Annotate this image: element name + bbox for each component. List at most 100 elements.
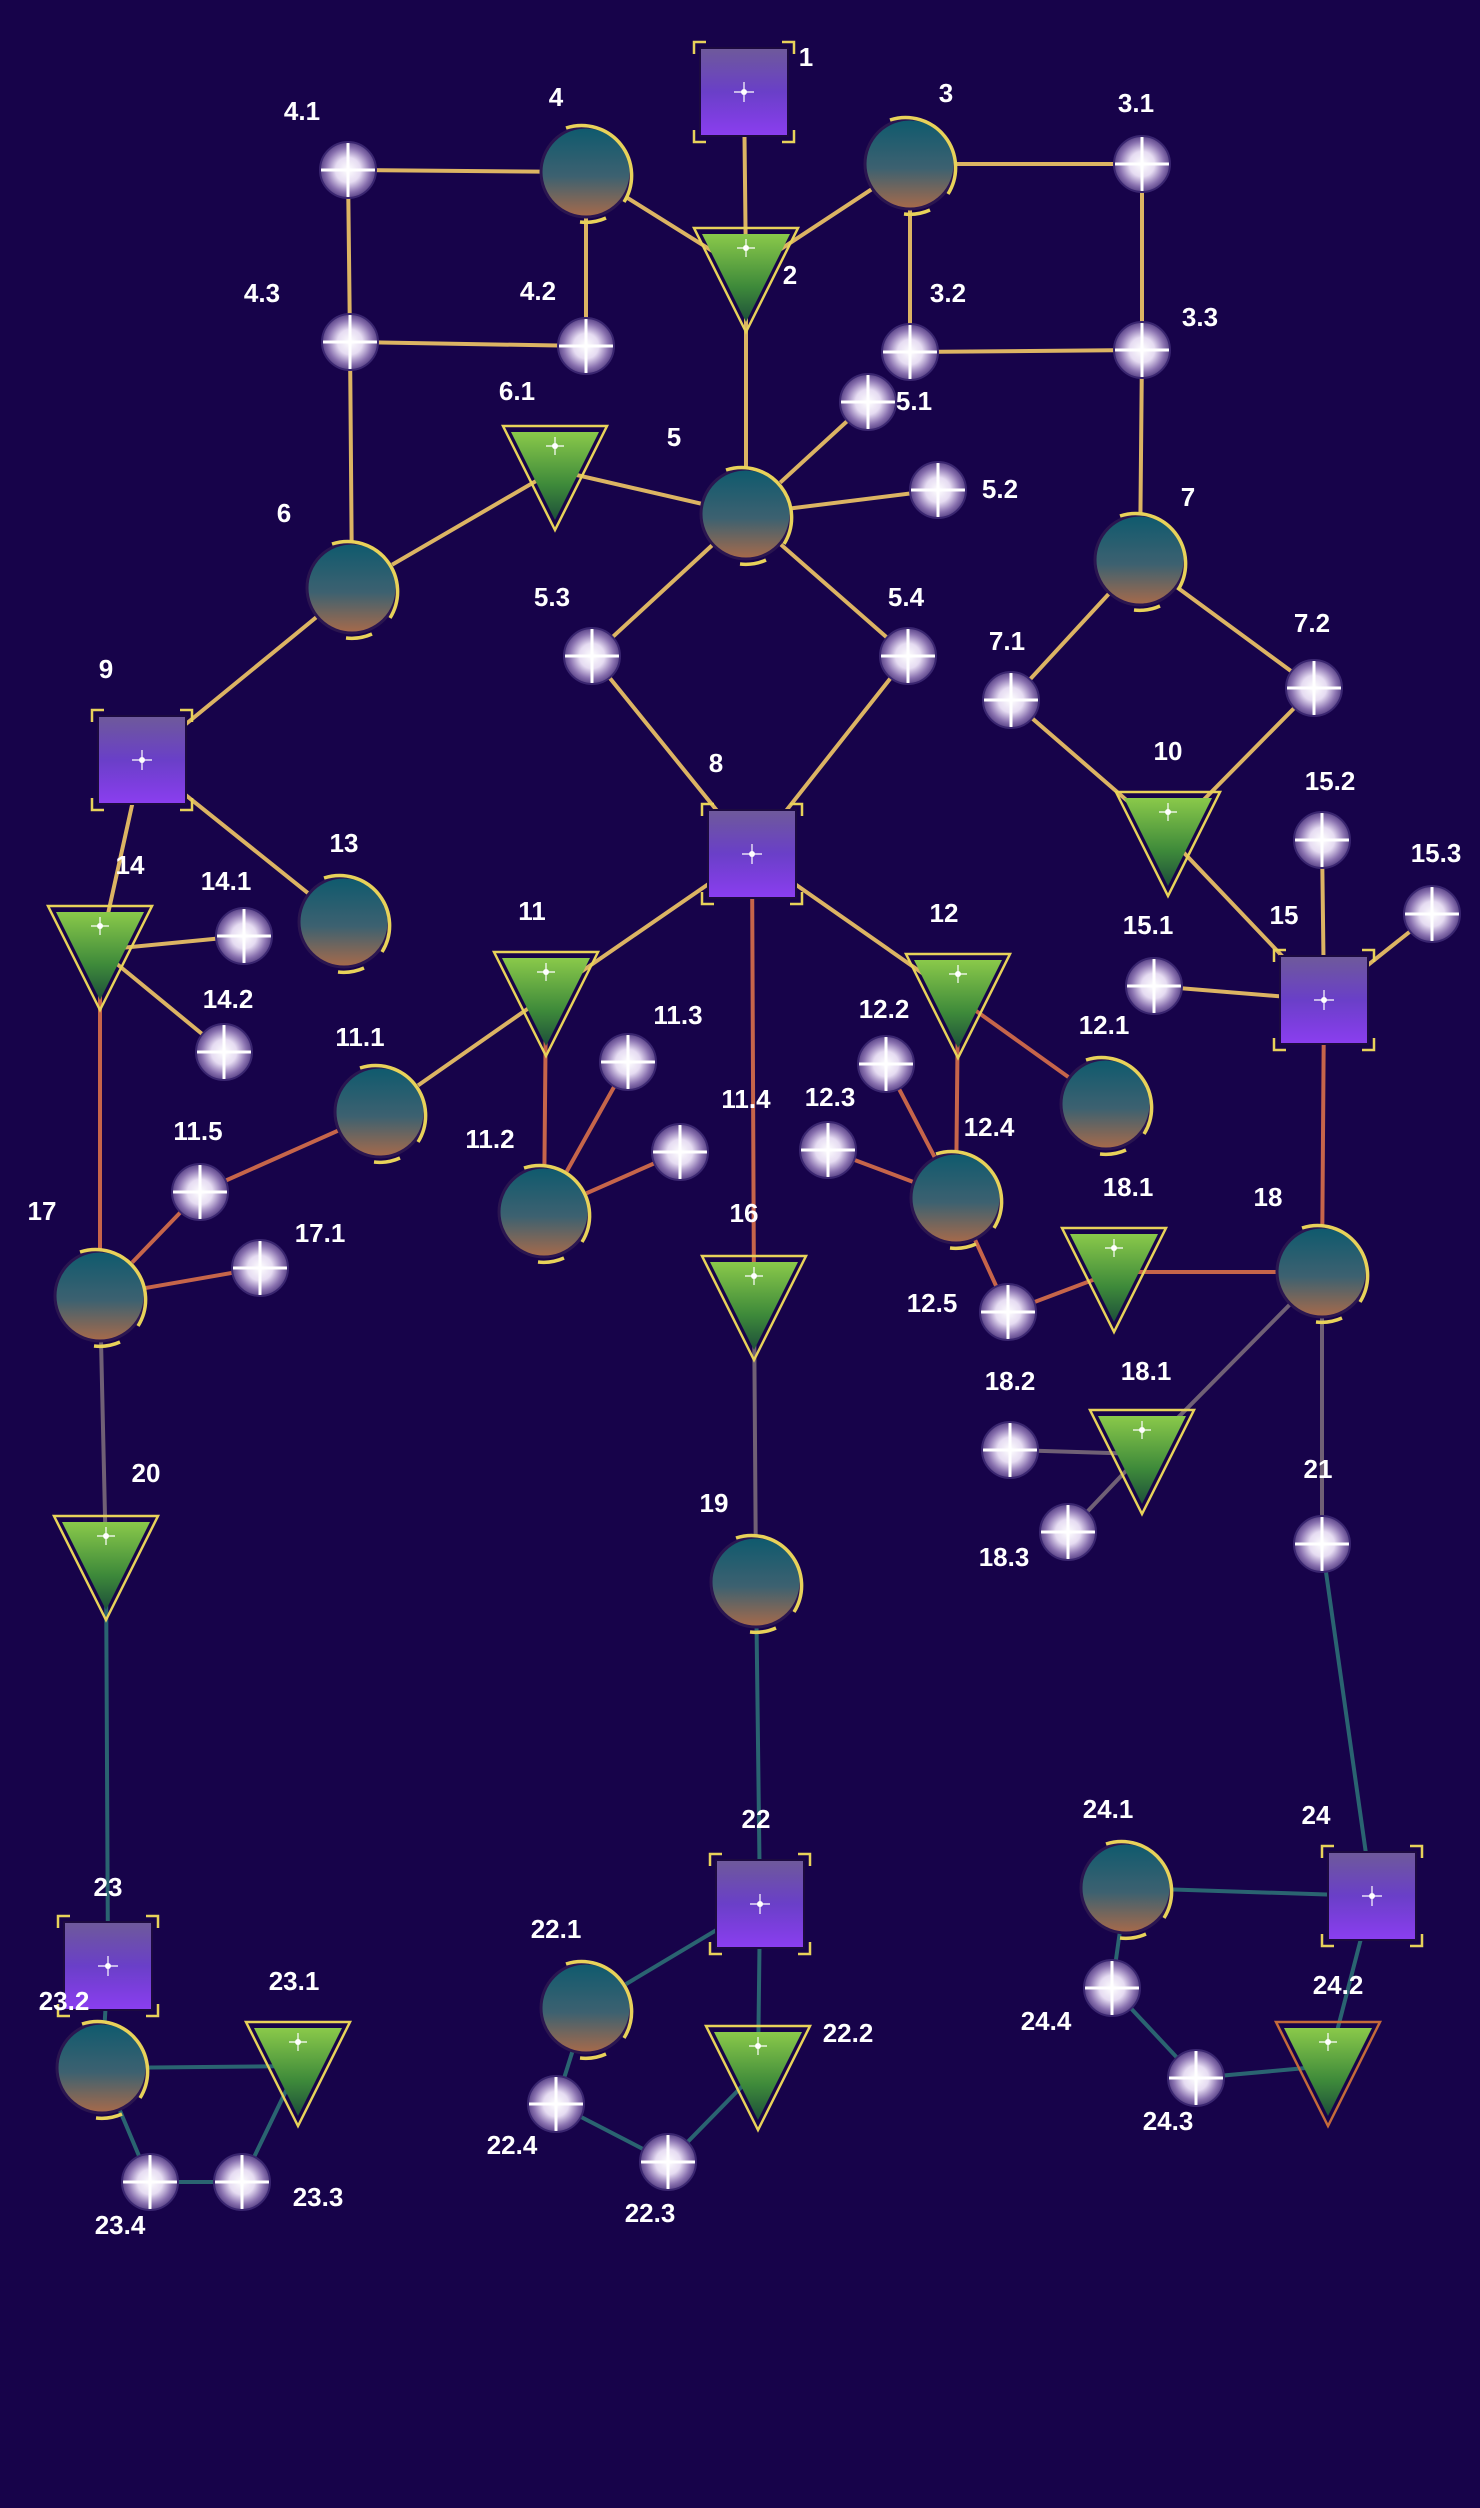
purple-square-node[interactable]: 23 (56, 1872, 160, 2018)
white-orb-node[interactable]: 11.5 (171, 1116, 229, 1221)
node-label: 15.3 (1411, 838, 1462, 868)
green-triangle-node[interactable]: 2 (691, 226, 801, 335)
node-label: 14.2 (203, 984, 254, 1014)
green-triangle-node[interactable]: 16 (699, 1198, 809, 1363)
purple-square-node[interactable]: 15 (1270, 900, 1376, 1052)
node-label: 11.1 (335, 1022, 384, 1052)
planet-node[interactable]: 4 (539, 82, 634, 225)
planet-node[interactable]: 22.1 (531, 1914, 634, 2061)
planet-node[interactable]: 12.1 (1059, 1010, 1154, 1157)
white-orb-node[interactable]: 18.3 (979, 1503, 1097, 1572)
green-triangle-node[interactable]: 14 (45, 850, 155, 1013)
planet-node[interactable]: 7 (1093, 482, 1195, 613)
white-orb-node[interactable]: 23.3 (213, 2153, 343, 2212)
purple-square-node[interactable]: 1 (692, 40, 813, 144)
green-triangle-node[interactable]: 24.2 (1273, 1970, 1383, 2129)
node-label: 22 (742, 1804, 771, 1834)
connection-line (104, 1558, 110, 1968)
white-orb-node[interactable]: 5.3 (534, 582, 621, 685)
white-orb-node[interactable]: 3.3 (1113, 302, 1218, 379)
white-orb-node[interactable]: 12.5 (907, 1283, 1037, 1341)
green-triangle-node[interactable]: 6.1 (499, 376, 610, 533)
white-orb-node[interactable]: 22.4 (487, 2075, 585, 2160)
white-orb-node[interactable]: 5.1 (839, 373, 932, 431)
planet-node[interactable]: 5 (667, 422, 794, 567)
white-orb-node[interactable]: 3.1 (1113, 88, 1171, 193)
node-label: 18 (1254, 1182, 1283, 1212)
purple-square-node[interactable]: 24 (1302, 1800, 1424, 1948)
node-label: 3.1 (1118, 88, 1154, 118)
node-label: 1 (799, 42, 813, 72)
node-label: 4 (549, 82, 564, 112)
white-orb-node[interactable]: 7.1 (982, 626, 1040, 729)
planet-node[interactable]: 18 (1254, 1182, 1370, 1325)
white-orb-node[interactable]: 23.4 (95, 2153, 179, 2240)
node-label: 5.2 (982, 474, 1018, 504)
white-orb-node[interactable]: 15.2 (1293, 766, 1355, 869)
white-orb-node[interactable]: 12.3 (799, 1082, 857, 1179)
node-label: 23.2 (39, 1986, 90, 2016)
white-orb-node[interactable]: 12.2 (857, 994, 915, 1093)
node-label: 3.2 (930, 278, 966, 308)
connection-line (348, 340, 588, 348)
node-label: 10 (1154, 736, 1183, 766)
planet-node[interactable]: 13 (297, 828, 392, 975)
green-triangle-node[interactable]: 23.1 (243, 1966, 353, 2129)
white-orb-node[interactable]: 5.4 (879, 582, 937, 685)
node-label: 2 (783, 260, 797, 290)
node-label: 18.2 (985, 1366, 1036, 1396)
green-triangle-node[interactable]: 22.2 (703, 2018, 874, 2133)
planet-node[interactable]: 23.2 (39, 1986, 150, 2121)
white-orb-node[interactable]: 11.4 (651, 1084, 771, 1181)
green-triangle-node[interactable]: 11 (491, 896, 601, 1059)
white-orb-node[interactable]: 24.4 (1021, 1959, 1141, 2036)
planet-node[interactable]: 12.4 (909, 1112, 1015, 1251)
node-label: 8 (709, 748, 723, 778)
green-triangle-node[interactable]: 10 (1113, 736, 1223, 899)
white-orb-node[interactable]: 21 (1293, 1454, 1351, 1573)
planet-node[interactable]: 11.1 (333, 1022, 428, 1165)
node-label: 22.1 (531, 1914, 582, 1944)
white-orb-node[interactable]: 22.3 (625, 2133, 697, 2228)
connection-line (754, 1580, 762, 1906)
node-label: 4.1 (284, 96, 320, 126)
purple-square-node[interactable]: 9 (90, 654, 194, 812)
node-label: 24.1 (1083, 1794, 1134, 1824)
planet-node[interactable]: 6 (277, 498, 400, 641)
green-triangle-node[interactable]: 20 (51, 1458, 160, 1623)
white-orb-node[interactable]: 14.2 (195, 984, 254, 1081)
node-label: 22.2 (823, 2018, 874, 2048)
white-orb-node[interactable]: 14.1 (201, 866, 273, 965)
white-orb-node[interactable]: 3.2 (881, 278, 966, 381)
planet-node[interactable]: 11.2 (465, 1124, 592, 1265)
green-triangle-node[interactable]: 18.1 (1087, 1356, 1197, 1517)
planet-node[interactable]: 24.1 (1079, 1794, 1174, 1941)
green-triangle-node[interactable]: 12 (903, 898, 1013, 1061)
node-label: 17 (28, 1196, 57, 1226)
white-orb-node[interactable]: 18.2 (981, 1366, 1039, 1479)
node-label: 12.4 (964, 1112, 1015, 1142)
white-orb-node[interactable]: 15.1 (1123, 910, 1183, 1015)
node-label: 14.1 (201, 866, 252, 896)
node-label: 24.3 (1143, 2106, 1194, 2136)
white-orb-node[interactable]: 24.3 (1143, 2049, 1225, 2136)
node-label: 5.4 (888, 582, 925, 612)
green-triangle-node[interactable]: 18.1 (1059, 1172, 1169, 1335)
white-orb-node[interactable]: 7.2 (1285, 608, 1343, 717)
white-orb-node[interactable]: 4.1 (284, 96, 377, 199)
purple-square-node[interactable]: 8 (700, 748, 804, 906)
node-label: 23 (94, 1872, 123, 1902)
white-orb-node[interactable]: 11.3 (599, 1000, 703, 1091)
node-label: 12.1 (1079, 1010, 1130, 1040)
planet-node[interactable]: 17 (28, 1196, 148, 1349)
white-orb-node[interactable]: 4.2 (520, 276, 615, 375)
white-orb-node[interactable]: 15.3 (1403, 838, 1462, 943)
planet-node[interactable]: 19 (700, 1488, 804, 1635)
white-orb-node[interactable]: 17.1 (231, 1218, 345, 1297)
planet-node[interactable]: 3 (863, 78, 958, 217)
node-label: 11.3 (653, 1000, 702, 1030)
white-orb-node[interactable]: 4.3 (244, 278, 379, 371)
purple-square-node[interactable]: 22 (708, 1804, 812, 1956)
white-orb-node[interactable]: 5.2 (909, 461, 1018, 519)
node-label: 4.2 (520, 276, 556, 306)
